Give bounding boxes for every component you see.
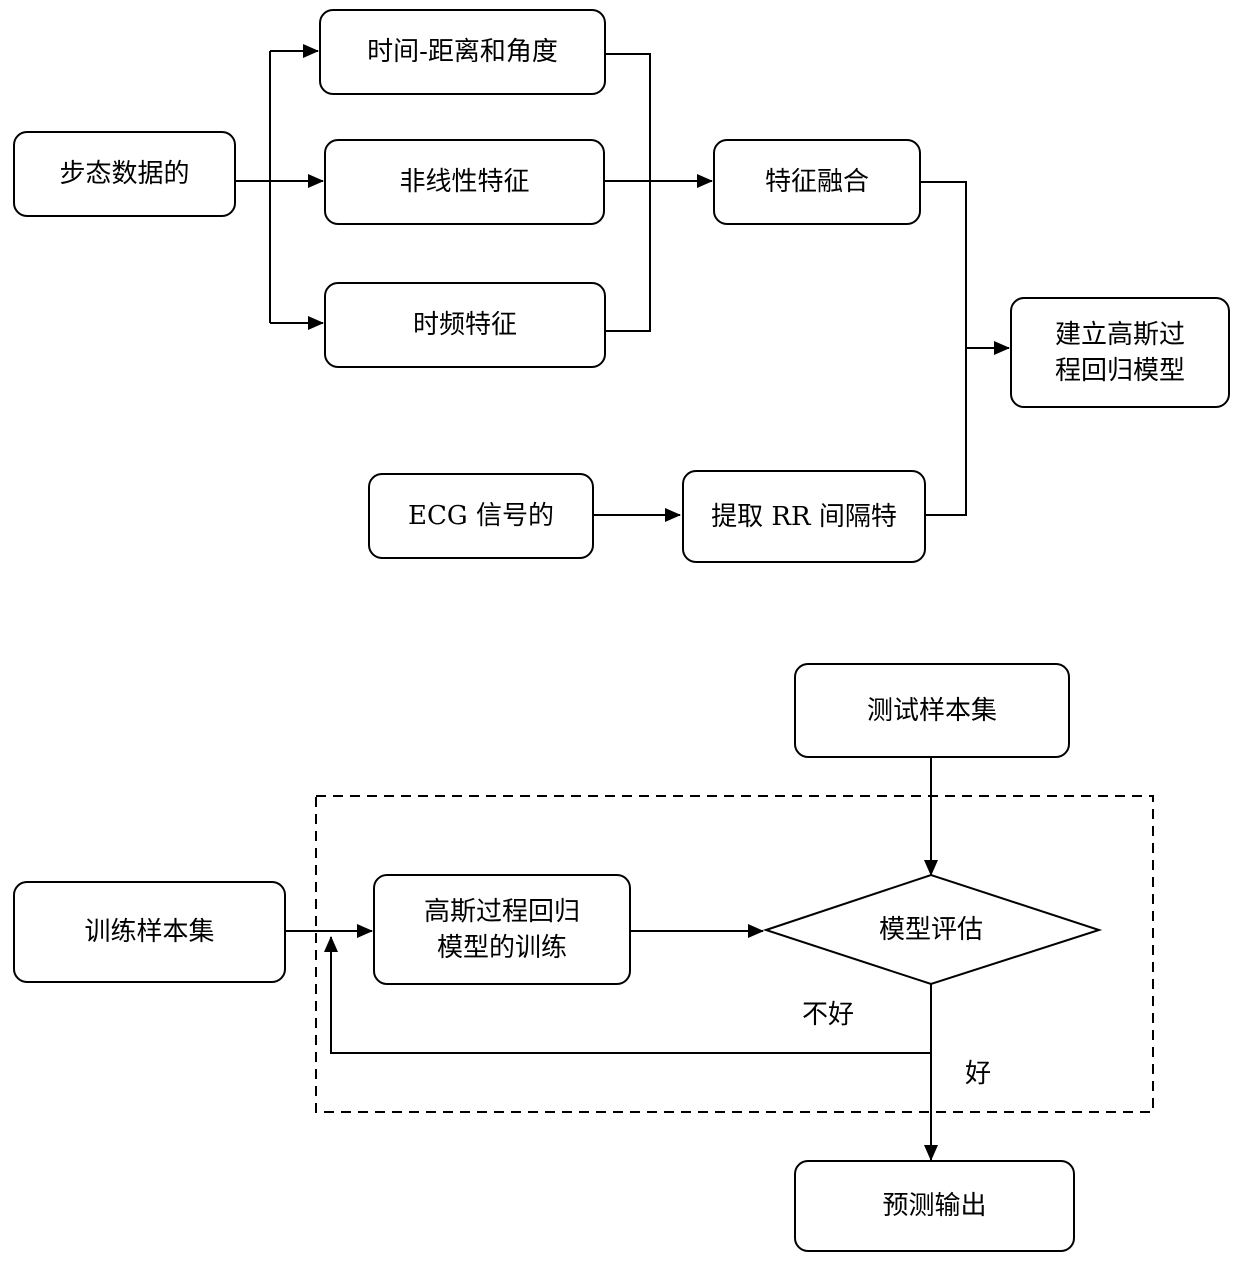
edge-merge-top (606, 54, 650, 331)
prediction-output-box: 预测输出 (794, 1160, 1075, 1252)
rr-interval-label: 提取 RR 间隔特 (711, 499, 897, 535)
gpr-build-box: 建立高斯过 程回归模型 (1010, 297, 1230, 408)
gait-data-label: 步态数据的 (59, 156, 189, 192)
time-distance-angle-box: 时间-距离和角度 (319, 9, 606, 95)
prediction-output-label: 预测输出 (882, 1188, 986, 1224)
good-label: 好 (965, 1059, 991, 1089)
ecg-signal-box: ECG 信号的 (368, 473, 594, 559)
nonlinear-feature-box: 非线性特征 (324, 139, 605, 225)
bad-label: 不好 (802, 1000, 854, 1030)
gpr-training-label: 高斯过程回归 模型的训练 (424, 894, 580, 966)
time-frequency-feature-label: 时频特征 (413, 307, 517, 343)
gait-data-box: 步态数据的 (13, 131, 236, 217)
evaluate-label: 模型评估 (861, 915, 1001, 945)
feature-fusion-label: 特征融合 (765, 164, 869, 200)
train-set-box: 训练样本集 (13, 881, 286, 983)
gpr-training-box: 高斯过程回归 模型的训练 (373, 874, 631, 985)
ecg-signal-label: ECG 信号的 (408, 498, 554, 534)
nonlinear-feature-label: 非线性特征 (399, 164, 529, 200)
train-set-label: 训练样本集 (84, 914, 214, 950)
time-frequency-feature-box: 时频特征 (324, 282, 606, 368)
test-set-label: 测试样本集 (867, 693, 997, 729)
feature-fusion-box: 特征融合 (713, 139, 921, 225)
gpr-build-label: 建立高斯过 程回归模型 (1055, 317, 1185, 389)
rr-interval-box: 提取 RR 间隔特 (682, 470, 926, 563)
edge-fusion-out (921, 182, 966, 515)
test-set-box: 测试样本集 (794, 663, 1070, 758)
time-distance-angle-label: 时间-距离和角度 (367, 34, 558, 70)
